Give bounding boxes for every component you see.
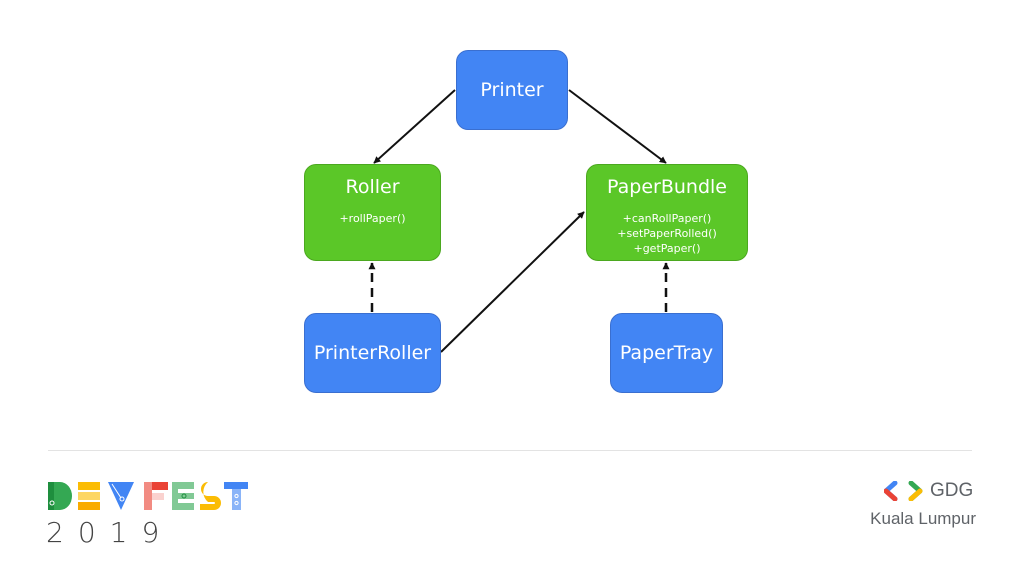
method-get-paper: +getPaper() [633, 242, 701, 255]
node-printer-title: Printer [480, 79, 544, 101]
node-paperbundle: PaperBundle +canRollPaper() +setPaperRol… [586, 164, 748, 261]
node-printer: Printer [456, 50, 568, 130]
method-roll-paper: +rollPaper() [339, 212, 406, 225]
method-can-roll-paper: +canRollPaper() [622, 212, 712, 225]
node-roller-title: Roller [345, 176, 400, 198]
gdg-brackets-icon [884, 481, 923, 501]
method-set-paper-rolled: +setPaperRolled() [617, 227, 717, 240]
node-paperbundle-title: PaperBundle [607, 176, 727, 198]
node-roller-methods: +rollPaper() [339, 211, 405, 226]
node-roller: Roller +rollPaper() [304, 164, 441, 261]
gdg-city: Kuala Lumpur [870, 509, 976, 528]
devfest-logo [48, 482, 248, 510]
footer-divider [48, 450, 972, 451]
edge-printer-to-roller [373, 89, 456, 164]
gdg-name: GDG [930, 480, 974, 501]
edge-printer-to-paperbundle [568, 89, 667, 164]
node-printerroller-title: PrinterRoller [313, 342, 432, 364]
node-papertray-title: PaperTray [619, 342, 714, 364]
edge-printerroller-to-paperbundle [440, 211, 585, 353]
node-printerroller: PrinterRoller [304, 313, 441, 393]
node-paperbundle-methods: +canRollPaper() +setPaperRolled() +getPa… [617, 211, 717, 256]
event-year: 2019 [46, 516, 174, 549]
node-papertray: PaperTray [610, 313, 723, 393]
